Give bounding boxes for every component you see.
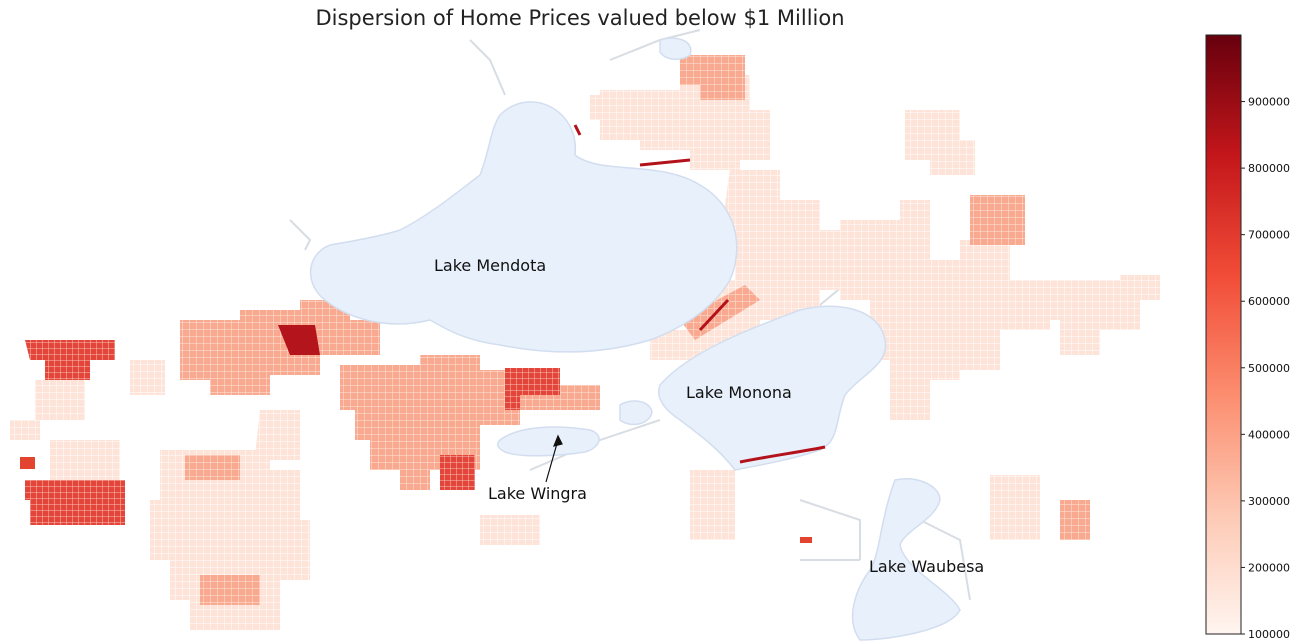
parcels-southwest-hi bbox=[185, 455, 240, 480]
parcels-isthmus-shore bbox=[680, 285, 760, 340]
parcels-west-4 bbox=[25, 480, 125, 525]
parcels-east bbox=[840, 200, 1050, 420]
upper-mud-lake bbox=[619, 400, 653, 426]
colorbar-gradient bbox=[1205, 34, 1242, 635]
colorbar-tick-label: 200000 bbox=[1248, 561, 1290, 574]
lake-monona-shape bbox=[658, 305, 887, 471]
parcels-south-central bbox=[480, 515, 540, 545]
colorbar-tick-label: 300000 bbox=[1248, 495, 1290, 508]
wingra-arrow bbox=[545, 434, 563, 483]
parcels-far-east bbox=[1050, 275, 1160, 355]
lake-mendota-shape bbox=[309, 101, 738, 353]
parcels-monona-south bbox=[690, 470, 735, 540]
colorbar-tick-label: 700000 bbox=[1248, 229, 1290, 242]
parcels-west-2 bbox=[35, 380, 85, 420]
parcel-hotspot-west bbox=[20, 457, 35, 469]
label-lake-wingra: Lake Wingra bbox=[488, 484, 587, 503]
parcels-central-hi bbox=[505, 368, 560, 410]
label-lake-mendota: Lake Mendota bbox=[434, 256, 546, 275]
colorbar-tick-label: 500000 bbox=[1248, 362, 1290, 375]
colorbar-tick-label: 900000 bbox=[1248, 96, 1290, 109]
water-layer bbox=[309, 37, 961, 641]
parcel-hotspot-south bbox=[800, 537, 812, 543]
colorbar-tick-label: 400000 bbox=[1248, 428, 1290, 441]
colorbar-tick-label: 100000 bbox=[1248, 628, 1290, 641]
label-lake-waubesa: Lake Waubesa bbox=[869, 557, 984, 576]
parcels-southeast bbox=[990, 475, 1040, 540]
parcels-southeast-hi bbox=[1060, 500, 1090, 540]
parcels-northwest bbox=[590, 95, 640, 120]
shoreline-strips bbox=[573, 124, 826, 464]
parcel-layer bbox=[10, 55, 1160, 630]
label-lake-monona: Lake Monona bbox=[686, 383, 792, 402]
parcels-northeast-2 bbox=[905, 110, 975, 175]
colorbar: 100000 200000 300000 400000 500000 600000 7000… bbox=[1205, 34, 1290, 641]
lake-waubesa-shape bbox=[851, 478, 961, 641]
parcels-central-mid bbox=[250, 410, 300, 500]
parcels-west-6 bbox=[130, 360, 165, 395]
colorbar-ticks: 100000 200000 300000 400000 500000 600000 7000… bbox=[1241, 96, 1290, 641]
lake-wingra-shape bbox=[496, 426, 600, 457]
colorbar-tick-label: 600000 bbox=[1248, 295, 1290, 308]
parcels-west-1 bbox=[25, 340, 115, 380]
map-title: Dispersion of Home Prices valued below $… bbox=[315, 6, 845, 30]
parcels-southwest-2 bbox=[200, 575, 260, 605]
parcels-north-hi bbox=[680, 55, 745, 100]
parcels-northeast bbox=[970, 195, 1025, 245]
parcels-central-west-hi bbox=[278, 325, 320, 355]
parcels-west-5 bbox=[50, 440, 120, 480]
parcels-west-3 bbox=[10, 420, 40, 440]
north-river bbox=[659, 37, 692, 60]
parcels-central-hi-2 bbox=[440, 455, 475, 490]
colorbar-tick-label: 800000 bbox=[1248, 162, 1290, 175]
parcels-central-west bbox=[180, 300, 380, 395]
